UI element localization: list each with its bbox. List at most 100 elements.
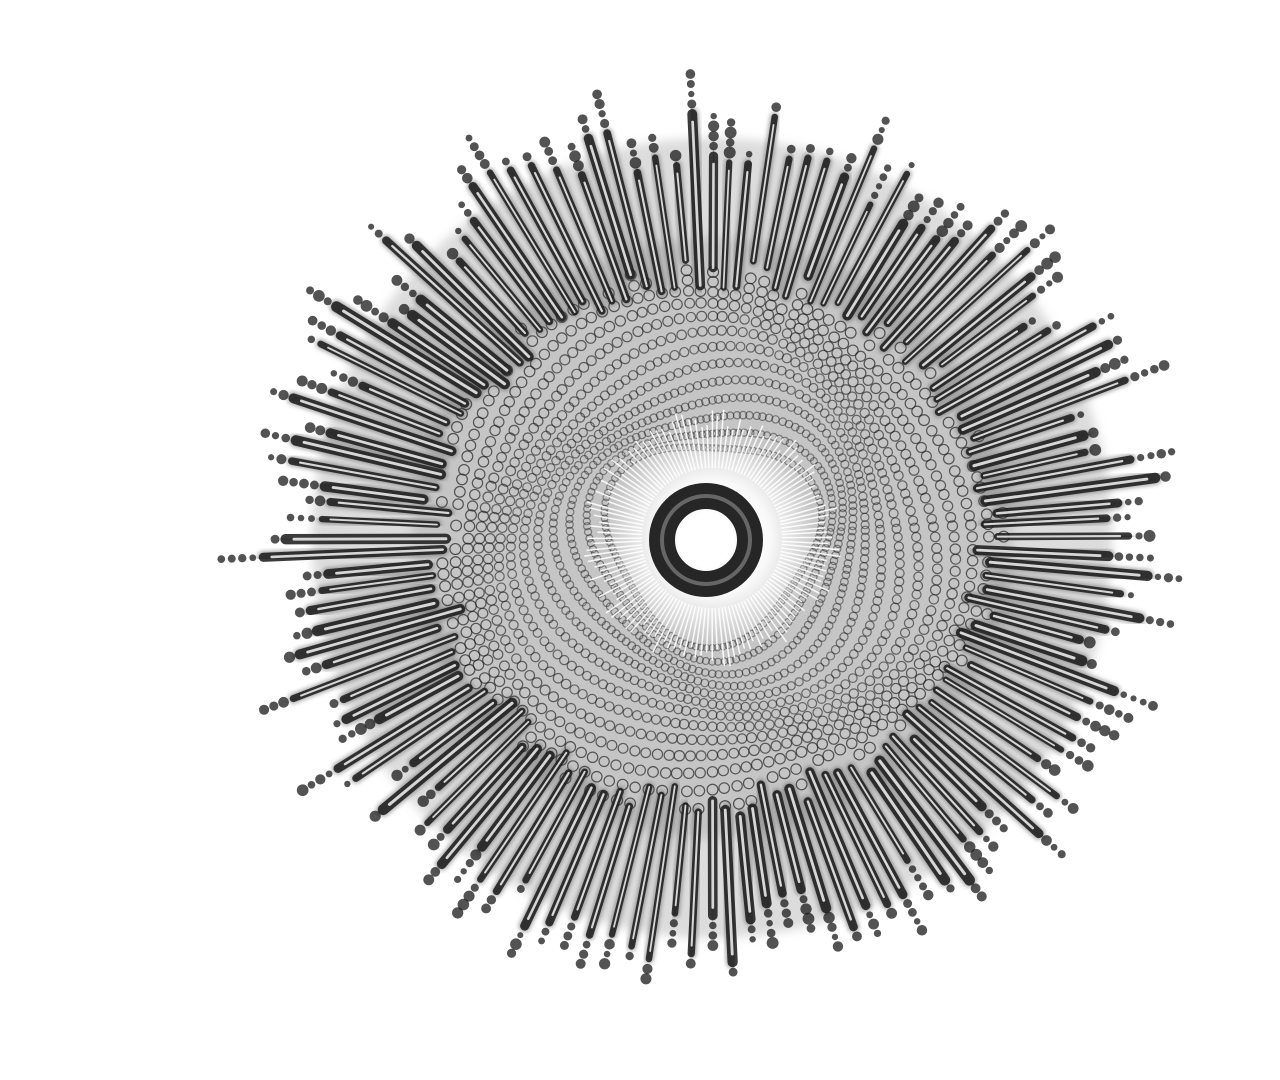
ring-dot [861, 659, 872, 670]
ring-dot [830, 440, 840, 450]
ring-dot [834, 539, 843, 549]
ring-dot [884, 422, 896, 434]
ring-dot [890, 517, 901, 528]
ring-dot [726, 721, 737, 733]
ray-tip-bead [1114, 552, 1124, 561]
ring-dot [654, 424, 664, 434]
ring-dot [707, 734, 718, 746]
ring-dot [684, 652, 693, 661]
ring-dot [493, 675, 506, 688]
ring-dot [758, 412, 767, 421]
ring-dot [592, 476, 601, 485]
ring-dot [587, 487, 596, 496]
ray-tip-bead [296, 588, 306, 598]
ring-dot [744, 651, 753, 660]
ray-highlight [751, 807, 767, 897]
ring-dot [516, 469, 528, 480]
ring-dot [784, 369, 795, 379]
ray-highlight [988, 560, 1141, 577]
ray-tip-bead [868, 918, 879, 930]
ray-tip-bead [465, 859, 474, 868]
ring-dot [463, 663, 476, 676]
ring-dot [750, 758, 763, 771]
ray-tip-bead [1123, 712, 1134, 723]
ring-dot [684, 297, 696, 309]
ring-dot [449, 542, 462, 556]
ring-dot [595, 736, 607, 748]
ring-dot [655, 335, 667, 347]
ring-dot [803, 328, 815, 340]
ray-tip-bead [316, 382, 328, 394]
ray-highlight [735, 171, 749, 288]
ray-highlight [418, 701, 495, 760]
ring-dot [511, 653, 522, 664]
ring-dot [539, 684, 551, 696]
ring-dot [847, 494, 858, 504]
ring-dot [640, 747, 652, 759]
ring-dot [732, 797, 745, 810]
ring-dot [574, 557, 583, 567]
ray-tip-bead [457, 898, 470, 911]
ring-dot [494, 493, 505, 505]
ring-dot [817, 443, 827, 453]
ray-highlight [972, 436, 1077, 468]
ring-dot [589, 482, 598, 491]
ray-tip-bead [400, 282, 410, 292]
ring-dot [893, 541, 905, 552]
ring-dot [737, 327, 748, 338]
ring-dot [527, 695, 539, 707]
ray-tip-bead [709, 141, 718, 151]
ring-dot [817, 679, 827, 690]
ring-dot [839, 577, 849, 587]
ring-dot [658, 649, 668, 659]
ray-highlight [368, 387, 448, 424]
ray-tip-bead [1048, 764, 1061, 776]
ray-tip-bead [629, 157, 642, 169]
ring-dot [492, 460, 504, 473]
ring-dot [615, 398, 626, 409]
ring-dot [876, 718, 889, 731]
ring-dot [477, 510, 490, 523]
ray-highlight [590, 805, 631, 929]
ray-tip-bead [766, 928, 776, 938]
ring-dot [741, 667, 751, 677]
ray-tip-bead [1088, 427, 1099, 439]
ray-tip-bead [577, 114, 588, 125]
ray-tip-bead [1099, 725, 1111, 737]
ring-dot [868, 612, 878, 622]
ring-dot [566, 438, 577, 449]
ray-highlight [391, 244, 521, 364]
ring-dot [872, 668, 883, 679]
ring-dot [695, 297, 707, 309]
ring-dot [788, 641, 797, 650]
ray-tip-bead [1148, 700, 1158, 711]
ring-dot [482, 553, 494, 565]
ring-dot [772, 397, 782, 407]
ring-dot [518, 541, 529, 552]
ring-dot [594, 657, 604, 667]
ring-dot [860, 716, 872, 729]
ring-dot [822, 313, 835, 326]
ray-tip-bead [766, 937, 779, 949]
ray-tip-bead [1134, 497, 1143, 506]
ring-dot [524, 645, 535, 656]
ring-dot [682, 694, 693, 705]
ring-dot [867, 479, 878, 490]
ring-dot [895, 440, 907, 452]
ray-highlight [850, 766, 905, 855]
ring-dot [776, 365, 787, 376]
ring-dot [785, 749, 797, 761]
ring-dot [754, 645, 764, 655]
ray-highlight [845, 229, 901, 317]
ring-dot [604, 364, 615, 375]
ring-dot [758, 394, 768, 404]
ring-dot [528, 621, 539, 632]
ring-dot [752, 411, 762, 421]
ring-dot [524, 669, 536, 681]
ray-highlight [469, 244, 541, 331]
ring-dot [537, 502, 547, 512]
ray-tip-bead [339, 373, 348, 382]
ring-dot [754, 720, 765, 731]
ring-dot [685, 311, 697, 323]
ring-dot [823, 577, 832, 587]
